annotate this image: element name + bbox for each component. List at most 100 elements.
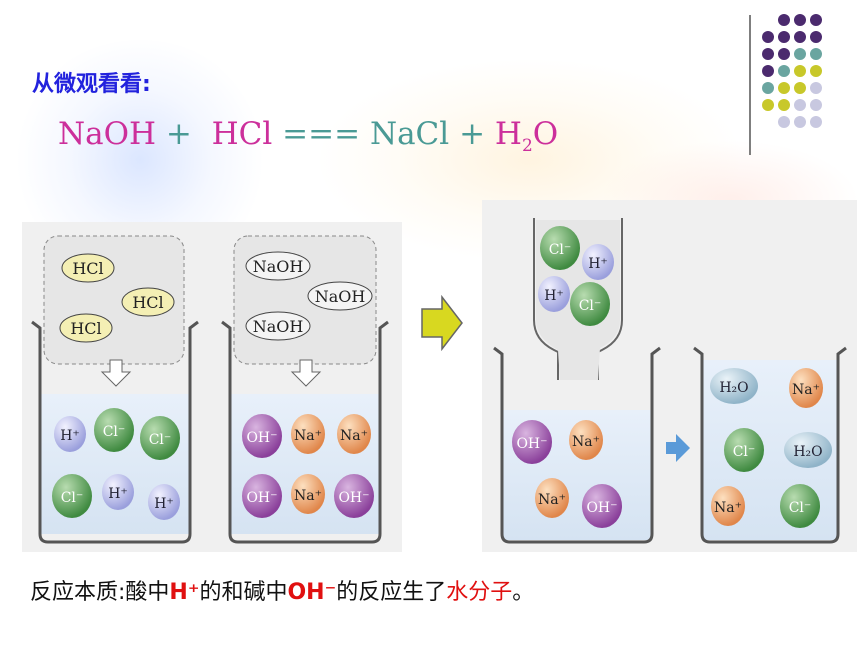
down-arrow-icon xyxy=(100,359,132,387)
svg-text:Cl⁻: Cl⁻ xyxy=(61,490,84,506)
decor-dot xyxy=(778,82,790,94)
ion-oh-minus: OH⁻ xyxy=(582,484,622,528)
note-h-plus: H⁺ xyxy=(169,580,200,605)
ion-cl-minus: Cl⁻ xyxy=(540,226,580,270)
equation-naoh: NaOH xyxy=(58,116,157,152)
svg-text:Cl⁻: Cl⁻ xyxy=(149,432,172,448)
equation-water-subscript: 2 xyxy=(521,136,533,157)
decor-dot xyxy=(794,99,806,111)
naoh-molecule: NaOH xyxy=(245,251,311,281)
ion-na-plus: Na⁺ xyxy=(291,414,325,454)
decor-dot xyxy=(762,99,774,111)
ion-oh-minus: OH⁻ xyxy=(242,414,282,458)
ion-h-plus: H⁺ xyxy=(582,244,614,280)
decor-dot xyxy=(794,48,806,60)
naoh-molecule: NaOH xyxy=(245,311,311,341)
decor-dot xyxy=(810,65,822,77)
svg-text:H⁺: H⁺ xyxy=(588,256,608,272)
water-molecule: H₂O xyxy=(784,432,832,468)
decor-dot xyxy=(794,14,806,26)
svg-text:Na⁺: Na⁺ xyxy=(294,428,322,444)
ion-na-plus: Na⁺ xyxy=(789,368,823,408)
decor-dot xyxy=(794,65,806,77)
note-part-1: 反应本质:酸中 xyxy=(30,580,170,605)
ion-cl-minus: Cl⁻ xyxy=(52,474,92,518)
svg-text:H⁺: H⁺ xyxy=(544,288,564,304)
section-heading: 从微观看看: xyxy=(32,72,151,97)
ion-cl-minus: Cl⁻ xyxy=(780,484,820,528)
svg-text:H₂O: H₂O xyxy=(793,444,822,460)
ion-oh-minus: OH⁻ xyxy=(242,474,282,518)
note-water: 水分子 xyxy=(446,580,513,605)
beaker-3 xyxy=(493,346,661,544)
svg-text:Na⁺: Na⁺ xyxy=(294,488,322,504)
svg-text:OH⁻: OH⁻ xyxy=(516,436,547,452)
ion-oh-minus: OH⁻ xyxy=(512,420,552,464)
reaction-essence-note: 反应本质:酸中H⁺的和碱中OH⁻的反应生了水分子。 xyxy=(30,574,534,606)
ion-na-plus: Na⁺ xyxy=(291,474,325,514)
decor-dot xyxy=(810,116,822,128)
note-part-3: 的反应生了 xyxy=(336,580,447,605)
equation-plus-2: + xyxy=(459,116,486,152)
hcl-molecule: HCl xyxy=(59,313,113,343)
svg-text:NaOH: NaOH xyxy=(315,287,366,306)
svg-text:HCl: HCl xyxy=(132,293,163,312)
svg-text:H⁺: H⁺ xyxy=(108,486,128,502)
decor-dot xyxy=(778,65,790,77)
svg-text:NaOH: NaOH xyxy=(253,257,304,276)
ion-na-plus: Na⁺ xyxy=(337,414,371,454)
equation-nacl: NaCl xyxy=(369,116,450,152)
svg-text:Na⁺: Na⁺ xyxy=(538,492,566,508)
ion-oh-minus: OH⁻ xyxy=(334,474,374,518)
beaker-4 xyxy=(693,346,847,544)
note-oh-minus: OH⁻ xyxy=(287,580,337,605)
decor-dot xyxy=(778,14,790,26)
decor-dot xyxy=(762,31,774,43)
left-diagram: HCl HCl HCl NaOH NaOH NaOH H⁺ Cl⁻ Cl⁻ Cl… xyxy=(22,222,402,552)
decor-dot xyxy=(778,116,790,128)
svg-text:Cl⁻: Cl⁻ xyxy=(103,424,126,440)
hcl-molecule: HCl xyxy=(121,287,175,317)
ion-na-plus: Na⁺ xyxy=(569,420,603,460)
naoh-molecule: NaOH xyxy=(307,281,373,311)
svg-text:NaOH: NaOH xyxy=(253,317,304,336)
decor-dot xyxy=(794,116,806,128)
decor-dot xyxy=(810,48,822,60)
svg-text:Cl⁻: Cl⁻ xyxy=(549,242,572,258)
note-part-2: 的和碱中 xyxy=(199,580,288,605)
svg-text:OH⁻: OH⁻ xyxy=(246,430,277,446)
reaction-arrow-icon xyxy=(666,434,690,462)
ion-h-plus: H⁺ xyxy=(538,276,570,312)
ion-h-plus: H⁺ xyxy=(148,484,180,520)
ion-na-plus: Na⁺ xyxy=(535,478,569,518)
ion-h-plus: H⁺ xyxy=(54,416,86,452)
decor-dot xyxy=(810,99,822,111)
svg-text:Cl⁻: Cl⁻ xyxy=(579,298,602,314)
ion-cl-minus: Cl⁻ xyxy=(140,416,180,460)
decor-dot xyxy=(810,14,822,26)
decor-dot xyxy=(794,31,806,43)
svg-text:H⁺: H⁺ xyxy=(154,496,174,512)
equation-plus-1: + xyxy=(165,116,192,152)
transition-arrow-icon xyxy=(421,295,463,351)
svg-text:Na⁺: Na⁺ xyxy=(572,434,600,450)
decor-dot xyxy=(778,48,790,60)
beaker-2 xyxy=(221,320,389,544)
equation-equals: === xyxy=(282,116,361,152)
svg-text:OH⁻: OH⁻ xyxy=(246,490,277,506)
ion-cl-minus: Cl⁻ xyxy=(724,428,764,472)
decor-dot xyxy=(762,48,774,60)
decor-dot xyxy=(778,31,790,43)
decor-dot xyxy=(762,65,774,77)
decor-dot xyxy=(778,99,790,111)
funnel-right-wall xyxy=(597,218,623,380)
svg-text:H₂O: H₂O xyxy=(719,380,748,396)
chemical-equation: NaOH + HCl === NaCl + H2O xyxy=(58,116,558,156)
equation-water-o: O xyxy=(532,116,559,152)
water-molecule: H₂O xyxy=(710,368,758,404)
funnel-left-wall xyxy=(533,218,559,380)
svg-text:OH⁻: OH⁻ xyxy=(586,500,617,516)
equation-water-h: H xyxy=(494,116,522,152)
svg-text:Na⁺: Na⁺ xyxy=(714,500,742,516)
svg-text:Na⁺: Na⁺ xyxy=(792,382,820,398)
